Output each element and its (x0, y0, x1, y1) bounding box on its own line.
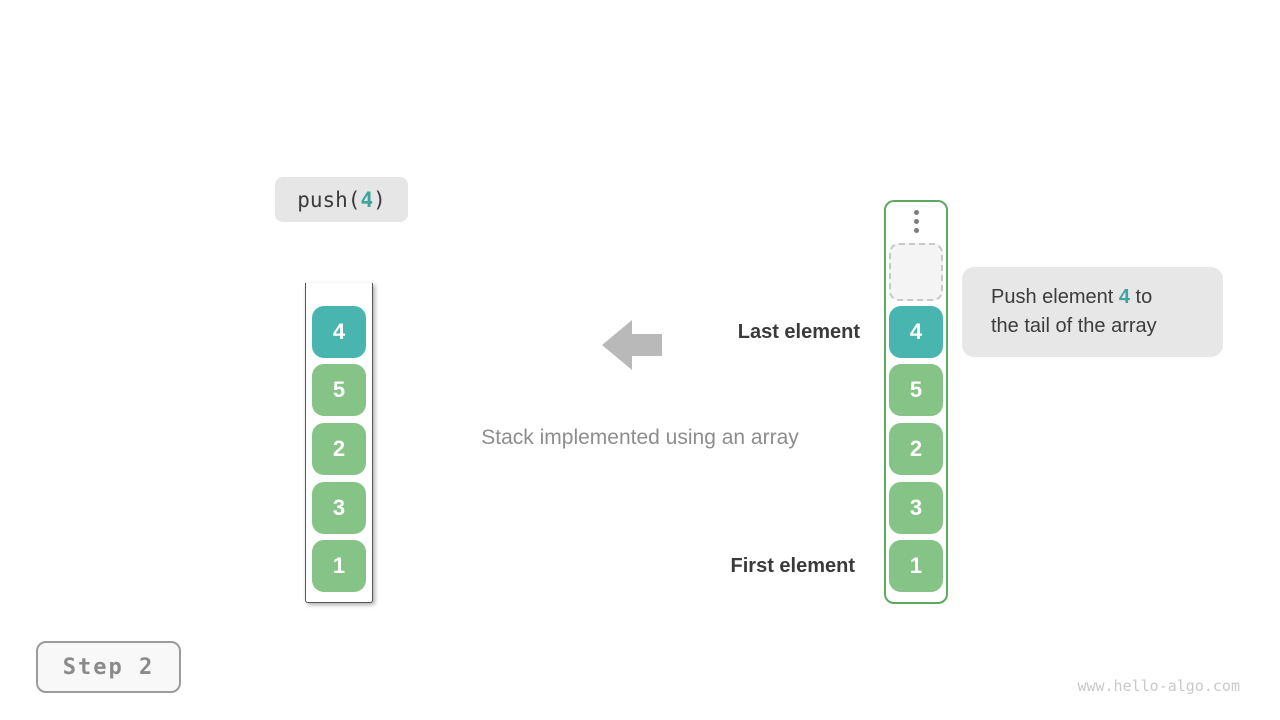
stack-cell: 5 (312, 364, 366, 416)
push-suffix: ) (373, 187, 386, 212)
step-badge: Step 2 (36, 641, 181, 693)
array-cell: 1 (889, 540, 943, 592)
array-container-right: 4 5 2 3 1 (884, 200, 948, 604)
array-cell: 4 (889, 306, 943, 358)
callout-line1: Push element 4 to (991, 283, 1223, 312)
callout-text: to (1129, 286, 1153, 308)
push-explanation-callout: Push element 4 to the tail of the array (962, 267, 1223, 357)
array-cell: 3 (889, 482, 943, 534)
callout-highlight-number: 4 (1118, 286, 1130, 308)
first-element-label: First element (730, 555, 855, 577)
stack-cell: 1 (312, 540, 366, 592)
stack-cell: 3 (312, 482, 366, 534)
stack-cell: 2 (312, 423, 366, 475)
callout-text: Push element (991, 286, 1119, 308)
push-argument: 4 (360, 187, 374, 212)
empty-array-slot (889, 243, 943, 301)
push-prefix: push( (297, 187, 361, 212)
stack-container-left: 4 5 2 3 1 (305, 283, 373, 603)
left-arrow-icon (602, 320, 662, 370)
stack-cell: 4 (312, 306, 366, 358)
array-cell: 2 (889, 423, 943, 475)
last-element-label: Last element (737, 321, 860, 343)
array-cell: 5 (889, 364, 943, 416)
site-watermark: www.hello-algo.com (1077, 677, 1240, 695)
push-operation-badge: push(4) (275, 177, 408, 222)
diagram-caption: Stack implemented using an array (481, 426, 799, 449)
vertical-ellipsis-icon (886, 210, 946, 233)
callout-line2: the tail of the array (991, 315, 1157, 337)
